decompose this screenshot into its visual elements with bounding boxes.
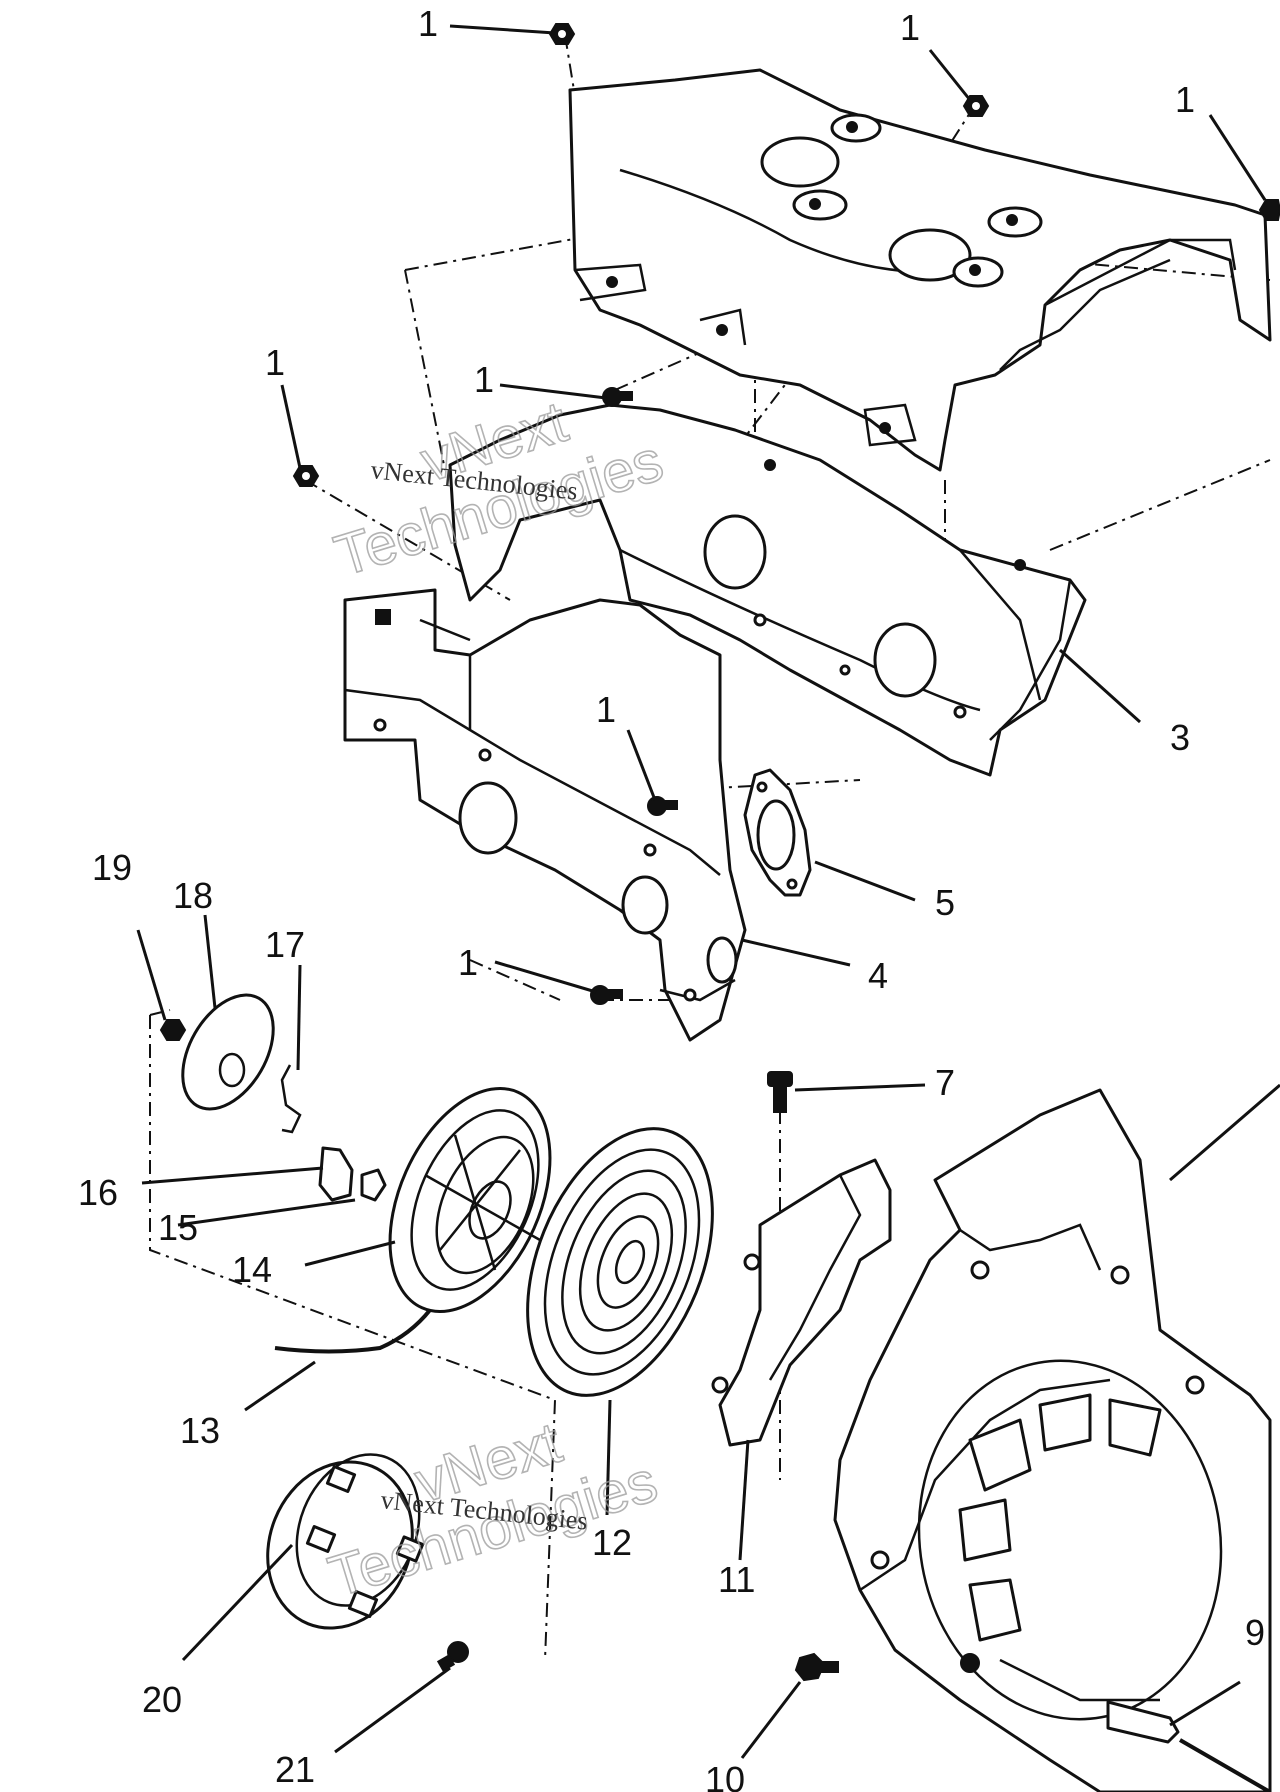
callout-10: 10 bbox=[705, 1759, 745, 1792]
retainer-clip bbox=[280, 1064, 302, 1134]
bolt-icon bbox=[590, 985, 623, 1005]
callout-15: 15 bbox=[158, 1207, 198, 1248]
callout-21: 21 bbox=[275, 1749, 315, 1790]
starter-cup bbox=[266, 1453, 425, 1630]
callout-19: 19 bbox=[92, 847, 132, 888]
callout-12: 12 bbox=[592, 1522, 632, 1563]
callout-17: 17 bbox=[265, 924, 305, 965]
callout-9: 9 bbox=[1245, 1612, 1265, 1653]
drive-pulley bbox=[181, 993, 275, 1111]
callout-1: 1 bbox=[596, 689, 616, 730]
callout-1: 1 bbox=[474, 359, 494, 400]
screw-icon bbox=[436, 1641, 469, 1672]
bolt-icon bbox=[647, 796, 678, 816]
callout-1: 1 bbox=[1175, 79, 1195, 120]
bolt-icon bbox=[767, 1071, 793, 1113]
nut-icon bbox=[1258, 199, 1280, 221]
pawl-spring bbox=[318, 1146, 354, 1202]
fasteners bbox=[292, 23, 1280, 1005]
starter-rope bbox=[274, 1308, 432, 1354]
exhaust-gasket bbox=[743, 768, 812, 897]
callout-7: 7 bbox=[935, 1062, 955, 1103]
bolt-icon bbox=[602, 387, 633, 407]
callout-1: 1 bbox=[900, 7, 920, 48]
upper-shroud bbox=[568, 68, 1272, 472]
bolt-icon bbox=[794, 1652, 839, 1682]
callout-1: 1 bbox=[458, 942, 478, 983]
callout-13: 13 bbox=[180, 1410, 220, 1451]
leader-lines bbox=[136, 24, 1280, 1759]
cylinder-baffle bbox=[448, 403, 1087, 777]
nut-icon bbox=[962, 95, 990, 117]
friction-plate bbox=[360, 1168, 387, 1202]
callout-labels: 1 1 1 1 1 1 1 3 4 5 7 9 10 11 12 13 14 1… bbox=[78, 3, 1265, 1792]
callout-1: 1 bbox=[418, 3, 438, 44]
callout-1: 1 bbox=[265, 342, 285, 383]
callout-4: 4 bbox=[868, 955, 888, 996]
callout-20: 20 bbox=[142, 1679, 182, 1720]
starter-bracket bbox=[711, 1158, 892, 1447]
recoil-spring bbox=[526, 1127, 714, 1397]
callout-3: 3 bbox=[1170, 717, 1190, 758]
callout-18: 18 bbox=[173, 875, 213, 916]
blower-housing bbox=[833, 1088, 1272, 1792]
callout-11: 11 bbox=[718, 1559, 755, 1600]
rope-reel bbox=[388, 1087, 552, 1313]
callout-5: 5 bbox=[935, 882, 955, 923]
nut-icon bbox=[159, 1019, 187, 1041]
callout-16: 16 bbox=[78, 1172, 118, 1213]
lower-deflector bbox=[343, 588, 747, 1042]
callout-14: 14 bbox=[232, 1249, 272, 1290]
nut-icon bbox=[292, 465, 320, 487]
starter-pulley-assembly bbox=[159, 993, 387, 1202]
rope-guide bbox=[1106, 1700, 1272, 1792]
